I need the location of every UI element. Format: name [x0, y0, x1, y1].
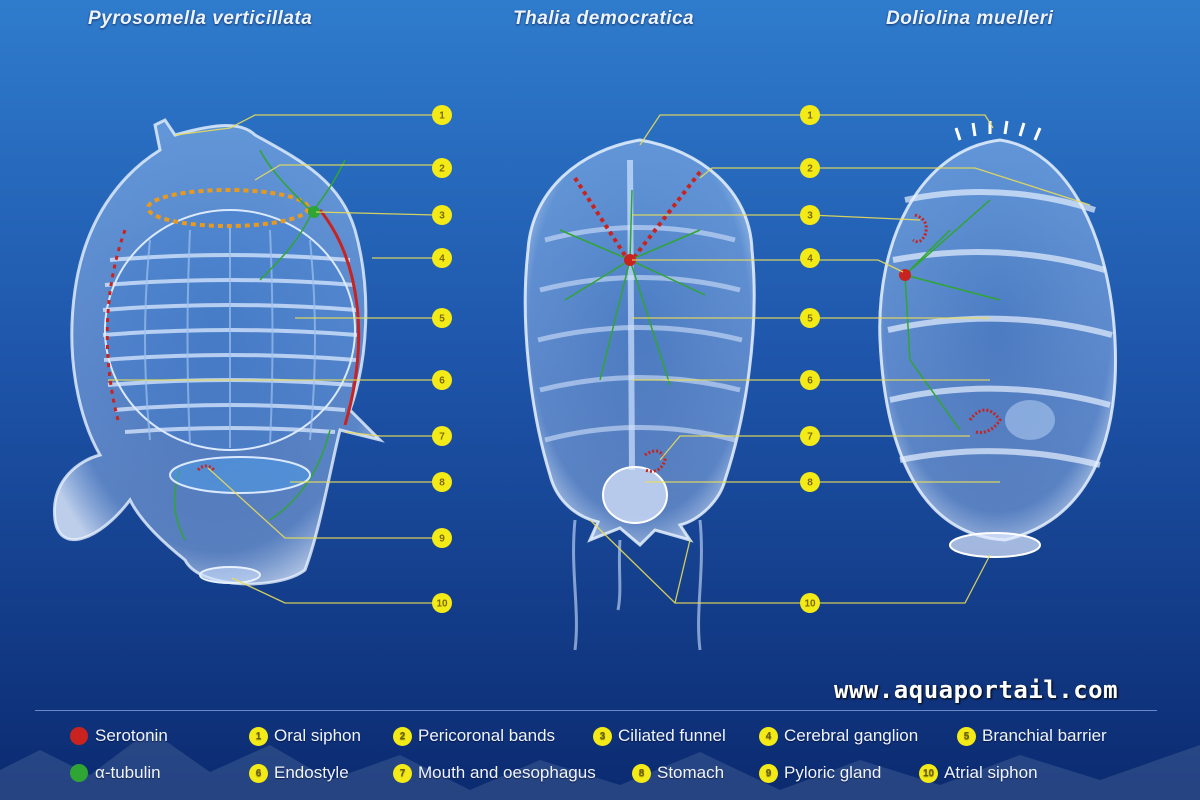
callout-circle-icon [432, 308, 452, 328]
callout-number: 5 [807, 314, 813, 325]
legend-label: Branchial barrier [982, 726, 1107, 745]
callout-circle-icon [432, 593, 452, 613]
callout-number: 10 [804, 599, 816, 610]
legend-oral-siphon: 1 Oral siphon [249, 726, 361, 746]
callout-circle-icon [432, 426, 452, 446]
legend-label: Pyloric gland [784, 763, 882, 782]
callout-circle-icon [800, 205, 820, 225]
number-badge-icon: 9 [759, 763, 778, 783]
legend-label: Mouth and oesophagus [418, 763, 596, 782]
number-badge-icon: 10 [919, 763, 938, 783]
legend-stomach: 8 Stomach [632, 763, 724, 783]
legend-mouth-oesophagus: 7 Mouth and oesophagus [393, 763, 596, 783]
callout-circle-icon [800, 472, 820, 492]
callout-circle-icon [800, 593, 820, 613]
callout-circle-icon [800, 248, 820, 268]
callout-circle-icon [800, 426, 820, 446]
callout-number: 9 [439, 534, 445, 545]
legend-endostyle: 6 Endostyle [249, 763, 349, 783]
alpha-tubulin-dot-icon [70, 764, 88, 782]
thalia-illustration [523, 138, 756, 651]
pyrosomella-illustration [53, 118, 385, 586]
doliolina-illustration [878, 120, 1118, 558]
callout-circle-icon [432, 158, 452, 178]
legend-label: Atrial siphon [944, 763, 1038, 782]
callout-number: 3 [439, 211, 445, 222]
number-badge-icon: 8 [632, 763, 651, 783]
number-badge-icon: 2 [393, 726, 412, 746]
callout-number: 8 [807, 478, 813, 489]
callout-number: 1 [439, 111, 445, 122]
legend-ciliated-funnel: 3 Ciliated funnel [593, 726, 726, 746]
callout-number: 7 [439, 432, 445, 443]
callout-number: 7 [807, 432, 813, 443]
species-title-doliolina: Doliolina muelleri [886, 8, 1054, 29]
legend-label: Oral siphon [274, 726, 361, 745]
legend-label: Cerebral ganglion [784, 726, 919, 745]
legend-pyloric-gland: 9 Pyloric gland [759, 763, 881, 783]
legend-label: α-tubulin [95, 763, 161, 782]
serotonin-dot-icon [70, 727, 88, 745]
callout-number: 4 [807, 254, 813, 265]
legend-atrial-siphon: 10 Atrial siphon [919, 763, 1038, 783]
number-badge-icon: 4 [759, 726, 778, 746]
number-badge-icon: 5 [957, 726, 976, 746]
callout-number: 2 [439, 164, 445, 175]
callout-circle-icon [432, 472, 452, 492]
callout-number: 4 [439, 254, 445, 265]
callout-markers: 1 2 3 4 5 6 7 8 9 10 1 2 3 4 5 6 7 8 10 [432, 105, 820, 613]
callout-circle-icon [800, 105, 820, 125]
callout-number: 5 [439, 314, 445, 325]
legend-label: Pericoronal bands [418, 726, 556, 745]
callout-number: 3 [807, 211, 813, 222]
number-badge-icon: 3 [593, 726, 612, 746]
callout-circle-icon [432, 105, 452, 125]
callout-circle-icon [800, 370, 820, 390]
number-badge-icon: 6 [249, 763, 268, 783]
watermark: www.aquaportail.com [834, 676, 1119, 704]
legend-label: Stomach [657, 763, 725, 782]
legend-pericoronal-bands: 2 Pericoronal bands [393, 726, 555, 746]
callout-number: 10 [436, 599, 448, 610]
callout-circle-icon [800, 158, 820, 178]
number-badge-icon: 1 [249, 726, 268, 746]
callout-number: 2 [807, 164, 813, 175]
number-badge-icon: 7 [393, 763, 412, 783]
legend-cerebral-ganglion: 4 Cerebral ganglion [759, 726, 918, 746]
legend-serotonin: Serotonin [70, 726, 168, 746]
callout-circle-icon [432, 205, 452, 225]
species-title-pyrosomella: Pyrosomella verticillata [88, 8, 313, 29]
callout-number: 6 [807, 376, 813, 387]
callout-number: 8 [439, 478, 445, 489]
callout-circle-icon [432, 248, 452, 268]
legend-branchial-barrier: 5 Branchial barrier [957, 726, 1107, 746]
callout-circle-icon [432, 370, 452, 390]
legend-divider [35, 710, 1157, 711]
legend-alpha-tubulin: α-tubulin [70, 763, 161, 783]
callout-number: 1 [807, 111, 813, 122]
legend-label: Ciliated funnel [618, 726, 726, 745]
legend-label: Endostyle [274, 763, 349, 782]
leader-lines [108, 114, 1091, 604]
legend-label: Serotonin [95, 726, 168, 745]
callout-number: 6 [439, 376, 445, 387]
callout-circle-icon [432, 528, 452, 548]
callout-circle-icon [800, 308, 820, 328]
species-title-thalia: Thalia democratica [513, 8, 695, 29]
